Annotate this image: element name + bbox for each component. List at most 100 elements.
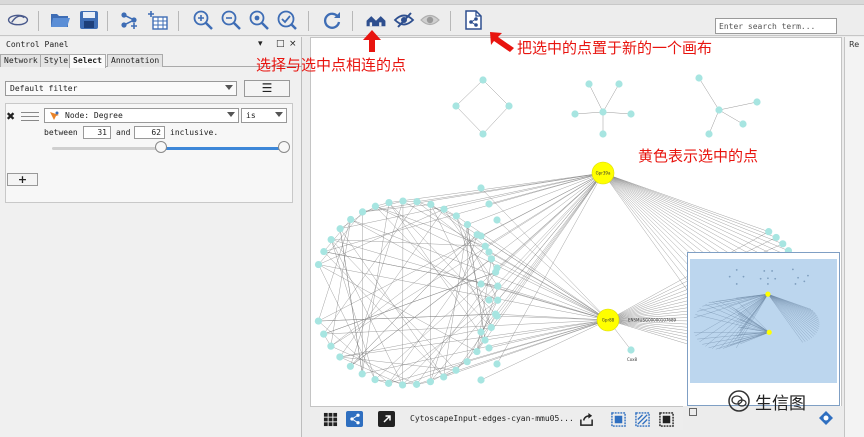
network-node[interactable] xyxy=(481,242,489,250)
network-node[interactable] xyxy=(481,336,489,344)
tab-select[interactable]: Select xyxy=(69,54,106,68)
tab-style[interactable]: Style xyxy=(40,54,73,67)
network-node[interactable] xyxy=(398,381,407,389)
network-node[interactable] xyxy=(452,366,460,374)
network-node[interactable] xyxy=(320,247,328,256)
network-node[interactable] xyxy=(477,280,485,288)
network-node[interactable] xyxy=(627,110,635,118)
network-node[interactable] xyxy=(427,200,435,209)
share-network-icon[interactable] xyxy=(118,8,142,32)
network-node[interactable] xyxy=(494,296,502,304)
zoom-out-icon[interactable] xyxy=(219,8,243,32)
network-node[interactable] xyxy=(371,376,379,384)
network-node[interactable] xyxy=(358,370,366,378)
search-input[interactable] xyxy=(715,18,837,34)
hide-selected-icon[interactable] xyxy=(392,8,416,32)
network-node[interactable] xyxy=(413,198,421,206)
network-node[interactable] xyxy=(336,353,344,361)
save-icon[interactable] xyxy=(77,8,101,32)
selected-hub-node[interactable] xyxy=(591,161,615,185)
navigate-icon[interactable] xyxy=(818,410,834,429)
open-folder-icon[interactable] xyxy=(48,8,72,32)
select-first-neighbors-icon[interactable] xyxy=(362,8,390,32)
network-node[interactable] xyxy=(485,344,493,352)
network-node[interactable] xyxy=(627,346,635,354)
network-overview-minimap[interactable] xyxy=(687,252,840,406)
network-node[interactable] xyxy=(452,102,460,110)
panel-float-icon[interactable]: □ xyxy=(276,39,285,49)
network-node[interactable] xyxy=(473,347,481,356)
network-node[interactable] xyxy=(327,342,335,350)
network-node[interactable] xyxy=(779,240,787,248)
network-node[interactable] xyxy=(452,212,460,220)
detach-icon[interactable] xyxy=(378,411,395,427)
filter-menu-button[interactable]: ☰ xyxy=(244,80,290,97)
network-node[interactable] xyxy=(493,264,501,272)
network-node[interactable] xyxy=(599,130,607,138)
zoom-selected-icon[interactable] xyxy=(275,8,299,32)
network-node[interactable] xyxy=(753,98,761,106)
network-node[interactable] xyxy=(485,248,493,256)
panel-close-icon[interactable]: × xyxy=(289,39,297,49)
network-node[interactable] xyxy=(487,323,495,332)
operator-select[interactable]: is xyxy=(241,108,287,123)
network-node[interactable] xyxy=(463,358,471,366)
tab-network[interactable]: Network xyxy=(0,54,42,67)
network-node[interactable] xyxy=(765,228,773,236)
share-icon[interactable] xyxy=(346,411,363,427)
network-node[interactable] xyxy=(385,379,393,387)
range-min-input[interactable]: 31 xyxy=(83,126,111,139)
network-node[interactable] xyxy=(413,380,421,388)
network-node[interactable] xyxy=(314,260,323,269)
grid-view-icon[interactable] xyxy=(322,411,339,427)
range-slider-high-handle[interactable] xyxy=(278,141,290,153)
network-node[interactable] xyxy=(477,376,485,384)
network-node[interactable] xyxy=(772,233,780,242)
network-node[interactable] xyxy=(479,76,487,84)
network-node[interactable] xyxy=(358,208,367,216)
export-icon[interactable] xyxy=(578,411,595,427)
zoom-fit-icon[interactable] xyxy=(247,8,271,32)
network-node[interactable] xyxy=(615,80,623,88)
tab-annotation[interactable]: Annotation xyxy=(107,54,164,67)
network-node[interactable] xyxy=(715,106,723,114)
selected-hub-node[interactable] xyxy=(596,308,620,332)
network-node[interactable] xyxy=(440,373,448,381)
network-node[interactable] xyxy=(494,282,502,290)
network-node[interactable] xyxy=(493,312,501,320)
select-all-icon[interactable] xyxy=(610,411,627,427)
network-node[interactable] xyxy=(314,317,322,325)
range-max-input[interactable]: 62 xyxy=(134,126,165,139)
network-node[interactable] xyxy=(477,184,485,192)
network-node[interactable] xyxy=(399,197,407,205)
network-node[interactable] xyxy=(336,225,344,233)
column-select[interactable]: Node: Degree xyxy=(44,108,239,123)
overview-checkbox[interactable] xyxy=(689,408,697,416)
network-node[interactable] xyxy=(426,378,435,386)
network-node[interactable] xyxy=(493,360,501,368)
network-node[interactable] xyxy=(479,130,487,138)
network-node[interactable] xyxy=(599,108,607,116)
network-node[interactable] xyxy=(739,120,747,128)
network-node[interactable] xyxy=(571,110,579,118)
zoom-in-icon[interactable] xyxy=(191,8,215,32)
network-node[interactable] xyxy=(585,80,593,88)
network-node[interactable] xyxy=(505,102,513,110)
network-node[interactable] xyxy=(477,232,485,240)
new-network-from-selection-icon[interactable] xyxy=(461,8,485,32)
network-node[interactable] xyxy=(487,255,496,263)
network-node[interactable] xyxy=(320,330,328,338)
network-node[interactable] xyxy=(347,215,355,224)
import-table-icon[interactable] xyxy=(146,8,170,32)
network-node[interactable] xyxy=(463,220,472,229)
range-slider-track[interactable] xyxy=(52,147,284,150)
range-slider-low-handle[interactable] xyxy=(155,141,168,153)
network-node[interactable] xyxy=(705,130,713,138)
network-node[interactable] xyxy=(327,235,335,244)
filter-select[interactable]: Default filter xyxy=(5,81,237,96)
network-node[interactable] xyxy=(440,205,448,213)
network-node[interactable] xyxy=(385,198,393,207)
add-condition-button[interactable]: + xyxy=(7,173,38,186)
network-node[interactable] xyxy=(477,328,485,336)
remove-condition-icon[interactable]: ✖ xyxy=(6,110,16,123)
